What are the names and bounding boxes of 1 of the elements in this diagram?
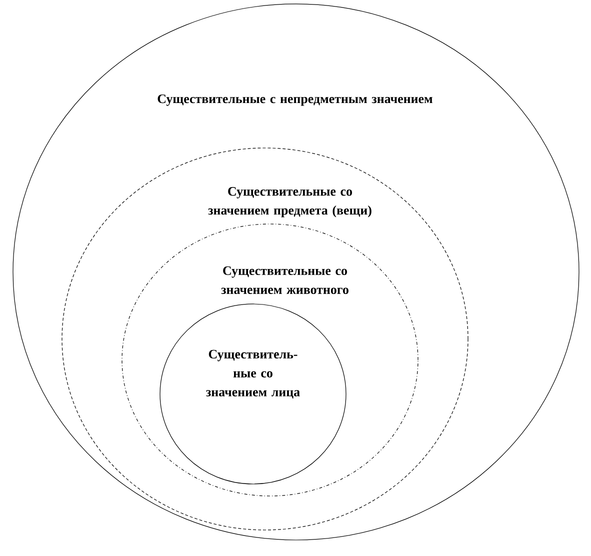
ellipse-region: Существитель- ные со значением лица [160, 304, 346, 484]
